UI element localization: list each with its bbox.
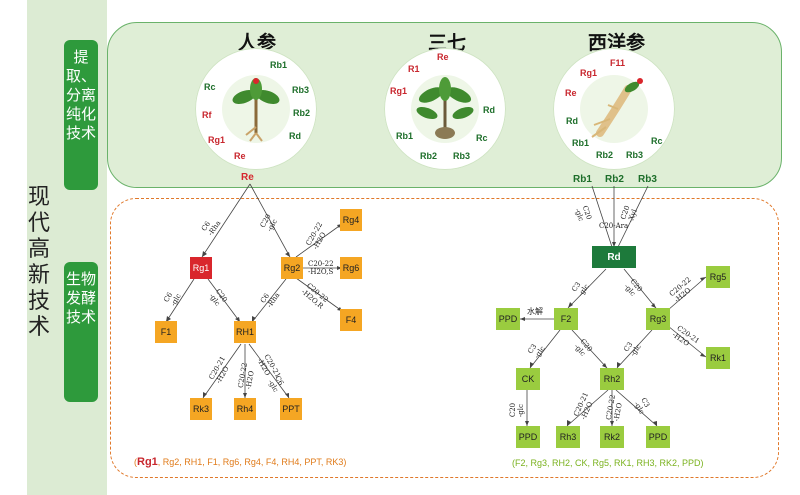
ring-label: Re (234, 151, 246, 161)
ring-label: R1 (408, 64, 420, 74)
root-re: Re (241, 172, 254, 183)
node-ppd: PPD (496, 308, 520, 330)
side-title: 现代高新技术 (27, 185, 50, 340)
node-ppd: PPD (516, 426, 540, 448)
sanqi-illustration (411, 75, 479, 143)
node-rg5: Rg5 (706, 266, 730, 288)
ring-label: Rc (476, 133, 488, 143)
node-rg3: Rg3 (646, 308, 670, 330)
node-ck: CK (516, 368, 540, 390)
sanqi-ring (384, 48, 506, 170)
node-f1: F1 (155, 321, 177, 343)
ring-label: Rb2 (596, 150, 614, 160)
american-ginseng-illustration (580, 75, 648, 143)
ring-label: Rc (651, 136, 663, 146)
ring-label: Re (565, 88, 577, 98)
right-summary: (F2, Rg3, RH2, CK, Rg5, RK1, RH3, RK2, P… (512, 458, 704, 468)
ring-label: Rb3 (292, 85, 310, 95)
ginseng-ring (195, 48, 317, 170)
ring-label: Rb1 (396, 131, 414, 141)
hydrolysis-label: 水解 (527, 307, 543, 316)
transformation-panel (110, 198, 779, 478)
left-summary: (Rg1, Rg2, RH1, F1, Rg6, Rg4, F4, RH4, P… (134, 456, 347, 468)
edge-label: C20-Ara (599, 222, 629, 230)
node-rg1: Rg1 (190, 257, 212, 279)
extraction-tech-label: 提取、分离纯化技术 (64, 40, 98, 190)
ginseng-illustration (222, 75, 290, 143)
node-rg4: Rg4 (340, 209, 362, 231)
ring-label: Rd (566, 116, 578, 126)
fermentation-tech-label: 生物发酵技术 (64, 262, 98, 402)
node-rg6: Rg6 (340, 257, 362, 279)
ring-label: Re (437, 52, 449, 62)
node-rk3: Rk3 (190, 398, 212, 420)
node-rk1: Rk1 (706, 347, 730, 369)
ring-label: Rg1 (208, 135, 226, 145)
ring-label: Rf (202, 110, 212, 120)
ring-label: Rc (204, 82, 216, 92)
node-ppd: PPD (646, 426, 670, 448)
ring-label: Rb1 (572, 138, 590, 148)
node-rh2: Rh2 (600, 368, 624, 390)
node-ppt: PPT (280, 398, 302, 420)
node-rg2: Rg2 (281, 257, 303, 279)
root-rb3: Rb3 (638, 174, 657, 185)
node-rh4: Rh4 (234, 398, 256, 420)
node-f2: F2 (554, 308, 578, 330)
ring-label: Rg1 (580, 68, 598, 78)
node-rh1: RH1 (234, 321, 256, 343)
node-rk2: Rk2 (600, 426, 624, 448)
node-f4: F4 (340, 309, 362, 331)
ring-label: Rd (483, 105, 495, 115)
ring-label: Rb3 (626, 150, 644, 160)
edge-label: C20-22 -H2O,S (308, 260, 334, 276)
root-rb2: Rb2 (605, 174, 624, 185)
ring-label: F11 (610, 58, 626, 68)
node-rh3: Rh3 (556, 426, 580, 448)
ring-label: Rb1 (270, 60, 288, 70)
ring-label: Rb2 (420, 151, 438, 161)
ring-label: Rg1 (390, 86, 408, 96)
node-rd: Rd (592, 246, 636, 268)
edge-label: C20 -glc (509, 402, 526, 418)
root-rb1: Rb1 (573, 174, 592, 185)
american-ginseng-ring (553, 48, 675, 170)
ring-label: Rb2 (293, 108, 311, 118)
ring-label: Rb3 (453, 151, 471, 161)
summary-lead-rg1: Rg1 (137, 456, 158, 468)
ring-label: Rd (289, 131, 301, 141)
